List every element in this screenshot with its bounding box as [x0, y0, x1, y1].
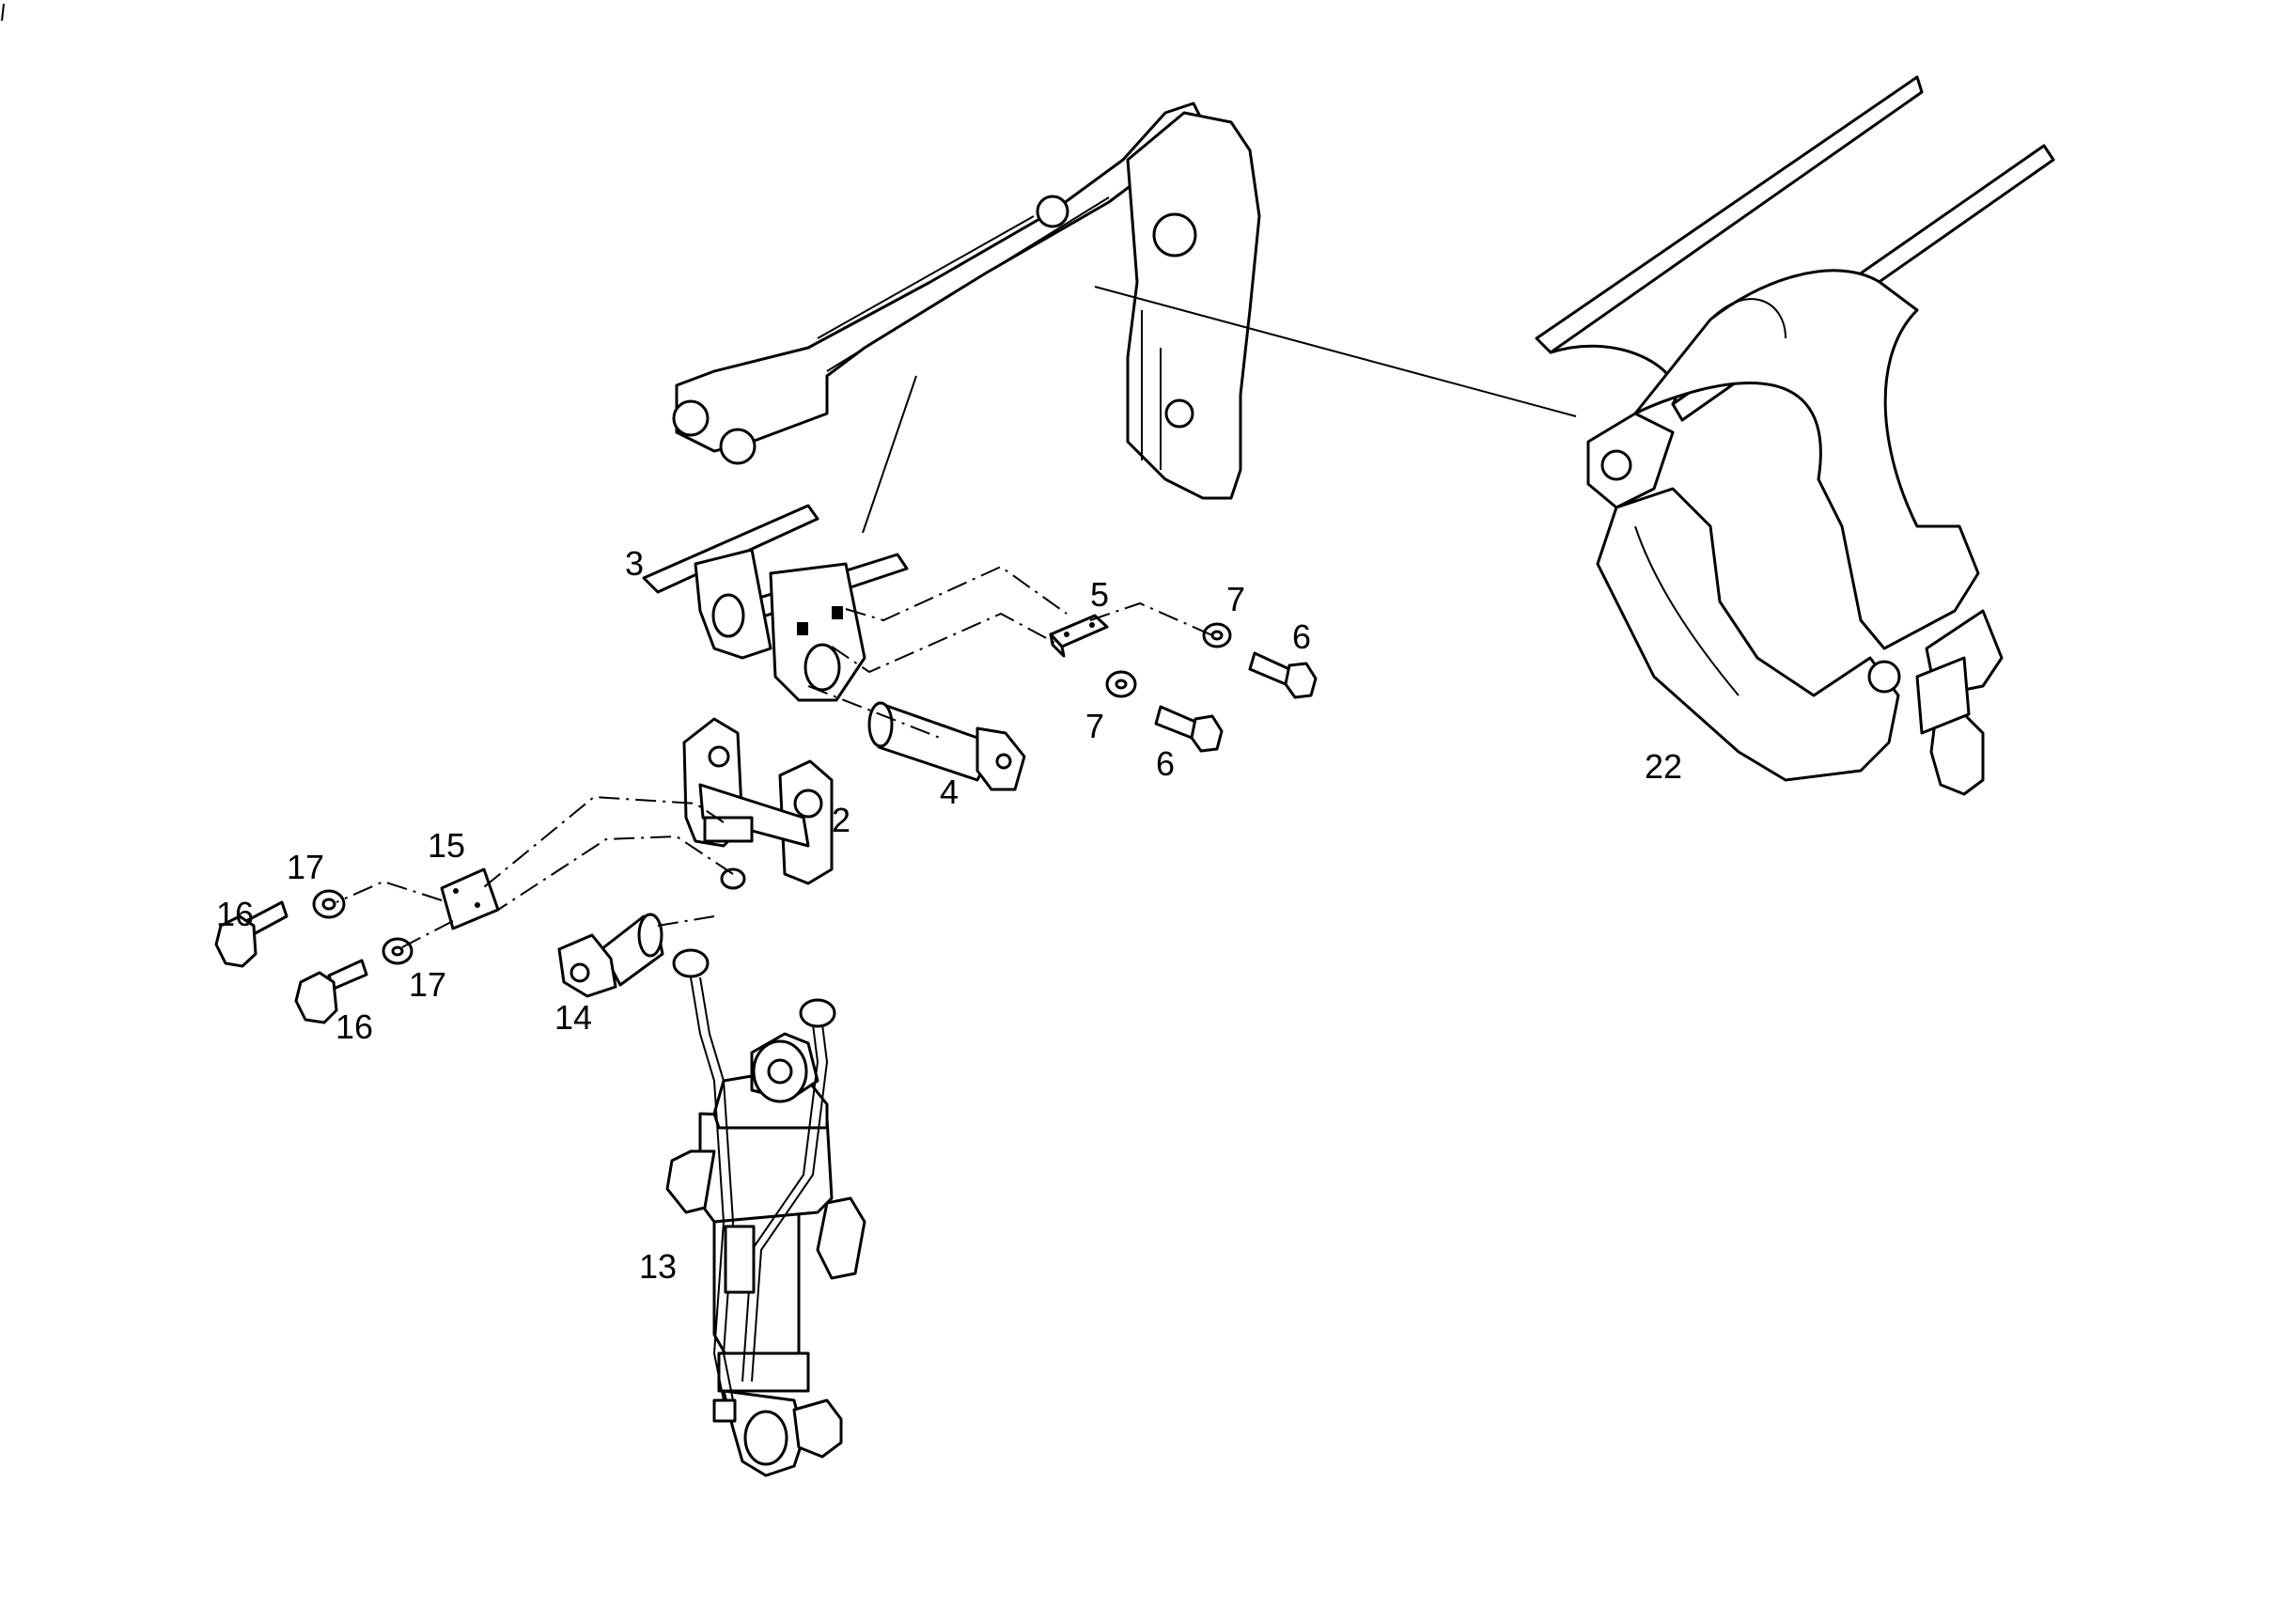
callout-16: 16 [216, 895, 254, 933]
assembly-lines [335, 565, 1213, 950]
callout-7: 7 [1085, 707, 1104, 745]
callout-2: 2 [832, 801, 850, 839]
callout-3: 3 [625, 544, 644, 583]
callout-6: 6 [1156, 744, 1175, 783]
part-3-bracket [642, 504, 909, 702]
part-13-cylinder [665, 948, 866, 1477]
part-7-washer-lower [1105, 670, 1137, 698]
boom-arm [672, 102, 1261, 500]
part-22-clamp [1535, 75, 2055, 796]
callout-7: 7 [1226, 580, 1245, 618]
callout-17: 17 [287, 848, 324, 886]
part-2-clevis [682, 717, 834, 890]
part-6-bolt-upper [1248, 651, 1318, 699]
part-5-plate [1049, 614, 1109, 658]
callout-4: 4 [940, 773, 959, 811]
callout-15: 15 [428, 826, 465, 865]
callout-6: 6 [1292, 617, 1311, 656]
callout-22: 22 [1645, 747, 1682, 786]
part-17-washer-lower [382, 937, 413, 965]
part-16-bolt-lower [294, 959, 368, 1024]
leader-boom-to-bracket [862, 375, 917, 534]
part-6-bolt-lower [1154, 705, 1224, 753]
callout-17: 17 [409, 965, 446, 1004]
leader-boom-to-clamp [1094, 286, 1577, 417]
callout-14: 14 [554, 998, 592, 1037]
part-15-plate [440, 867, 500, 930]
part-7-washer-upper [1202, 622, 1232, 648]
callout-13: 13 [639, 1247, 677, 1286]
corner-mark [1, 3, 5, 22]
callout-16: 16 [335, 1007, 373, 1046]
part-4-pin [867, 701, 1026, 791]
part-17-washer-upper [312, 889, 346, 919]
part-16-bolt-upper [214, 900, 289, 968]
part-14-pin [557, 913, 664, 998]
callouts: 2 3 4 5 6 6 7 7 13 14 15 16 16 17 17 22 [216, 544, 1682, 1286]
callout-5: 5 [1090, 575, 1109, 614]
